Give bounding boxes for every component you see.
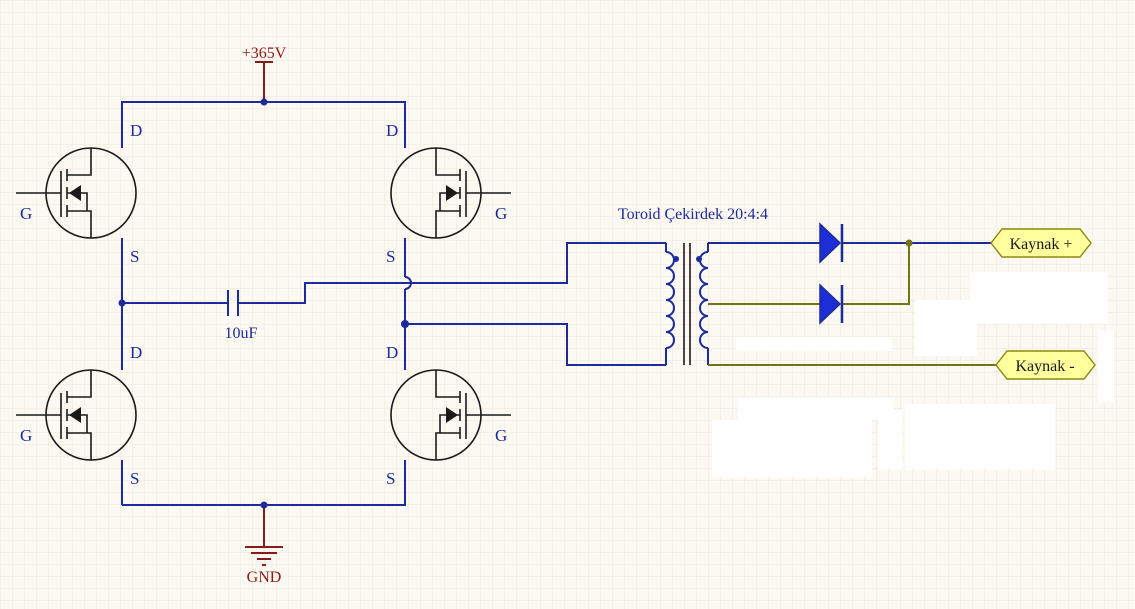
diode-d1 — [819, 222, 844, 264]
pin-label-source: S — [130, 247, 139, 266]
pin-label-gate: G — [20, 426, 32, 445]
pin-label-drain: D — [130, 343, 142, 362]
pin-label-source: S — [386, 469, 395, 488]
capacitor: 10uF — [225, 290, 258, 342]
pin-label-gate: G — [20, 204, 32, 223]
pin-labels: D S D S D S D S G G G G — [20, 121, 507, 488]
port-negative: Kaynak - — [995, 350, 1096, 380]
polarity-dot — [673, 256, 679, 262]
junction-dot — [401, 320, 409, 328]
gnd-label: GND — [247, 569, 282, 586]
transformer: Toroid Çekirdek 20:4:4 — [618, 206, 768, 365]
pin-label-source: S — [130, 469, 139, 488]
junction-dot — [260, 98, 268, 106]
diode-d2 — [819, 283, 844, 325]
pin-label-source: S — [386, 247, 395, 266]
pin-label-gate: G — [495, 204, 507, 223]
vcc-label: +365V — [242, 45, 287, 62]
port-negative-label: Kaynak - — [1015, 358, 1074, 375]
pin-label-drain: D — [386, 343, 398, 362]
transformer-label: Toroid Çekirdek 20:4:4 — [618, 206, 768, 223]
junction-dot — [118, 299, 126, 307]
polarity-dot — [696, 256, 702, 262]
vcc-symbol: +365V — [242, 45, 287, 102]
pin-label-drain: D — [386, 121, 398, 140]
capacitor-label: 10uF — [225, 325, 258, 342]
secondary-wiring — [708, 242, 996, 366]
junction-dot — [905, 239, 913, 247]
ground-symbol: GND — [245, 505, 283, 586]
junction-dot — [260, 501, 268, 509]
pin-label-drain: D — [130, 121, 142, 140]
port-positive-label: Kaynak + — [1010, 236, 1073, 253]
port-positive: Kaynak + — [990, 228, 1092, 258]
erased-regions — [712, 272, 1114, 478]
pin-label-gate: G — [495, 426, 507, 445]
